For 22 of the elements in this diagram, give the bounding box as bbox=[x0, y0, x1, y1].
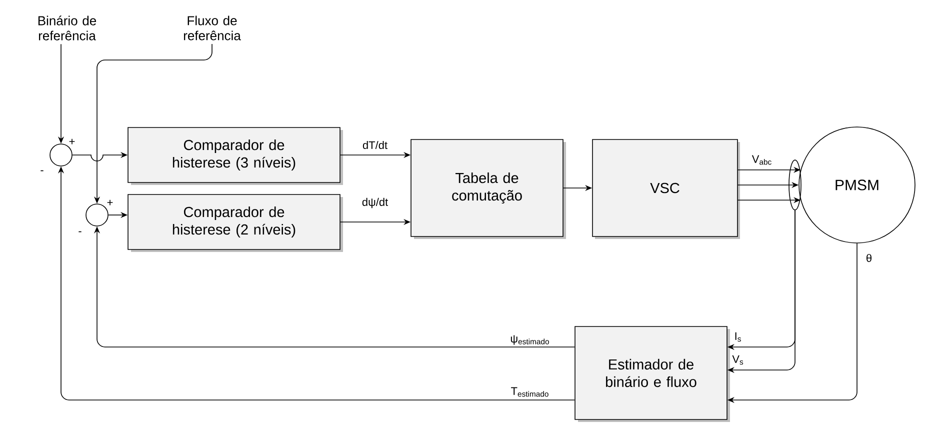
edge-label: dψ/dt bbox=[360, 196, 390, 210]
summing-junction bbox=[50, 144, 72, 166]
edge-label: V$_{abc}$ bbox=[750, 154, 774, 166]
block-box: Tabela de comutação bbox=[410, 139, 566, 239]
edge-label: T$_{estimado}$ bbox=[510, 386, 550, 398]
block-box: VSC bbox=[592, 139, 740, 239]
edge-label: θ bbox=[864, 252, 874, 264]
estimator-box: Estimador de binário e fluxo bbox=[574, 326, 730, 422]
edge-label: V$_{s}$ bbox=[731, 354, 745, 366]
input-label: Binário de referência bbox=[38, 16, 96, 40]
sign-label: + bbox=[69, 138, 75, 144]
sign-label: - bbox=[40, 170, 44, 172]
block-box: Comparador de histerese (3 níveis) bbox=[128, 127, 343, 185]
input-label: Fluxo de referência bbox=[184, 16, 241, 40]
summing-junction bbox=[86, 204, 108, 226]
sign-label: - bbox=[78, 231, 82, 232]
block-box: Comparador de histerese (2 níveis) bbox=[128, 194, 343, 252]
current-sensor bbox=[788, 160, 802, 210]
edge-label: dT/dt bbox=[361, 140, 389, 150]
edge-label: I$_{s}$ bbox=[733, 331, 743, 343]
sign-label: + bbox=[107, 200, 113, 206]
edge-label: ψ$_{estimado}$ bbox=[509, 334, 551, 346]
